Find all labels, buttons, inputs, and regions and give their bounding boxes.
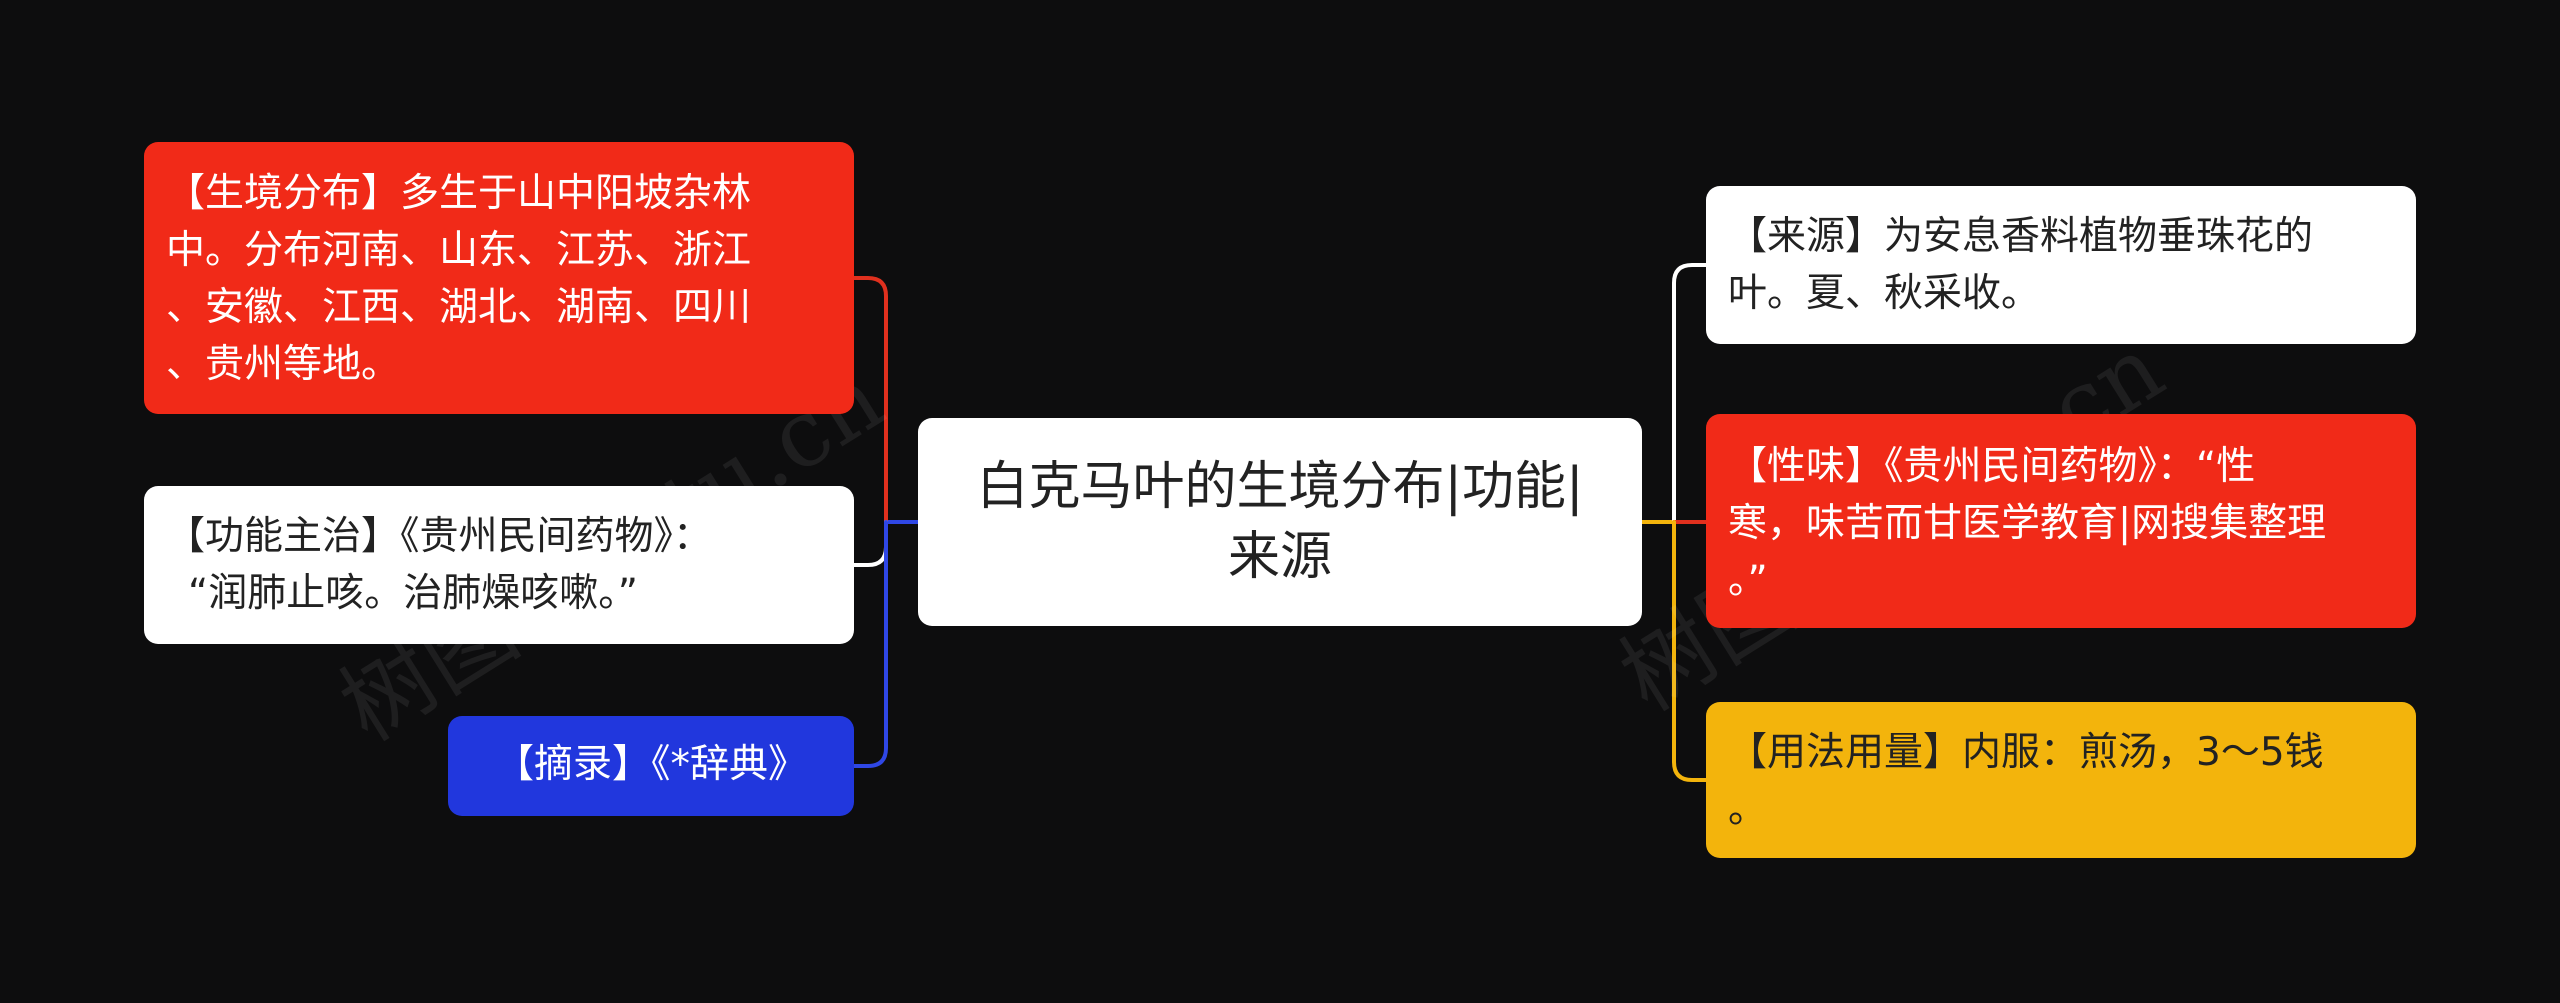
topic-line: 。 [1728, 787, 1768, 832]
connector-source [1672, 263, 1708, 524]
topic-line: 。” [1728, 558, 1768, 603]
topic-line: 、安徽、江西、湖北、湖南、四川 [166, 285, 752, 330]
connector-function [852, 520, 888, 567]
topic-line: 【用法用量】内服：煎汤，3～5钱 [1728, 730, 2324, 775]
topic-line: 【功能主治】《贵州民间药物》： [166, 514, 713, 559]
central-topic-line: 白克马叶的生境分布|功能| [976, 457, 1584, 517]
topic-usage-dosage[interactable]: 【用法用量】内服：煎汤，3～5钱 。 [1706, 702, 2416, 858]
central-topic[interactable]: 白克马叶的生境分布|功能| 来源 [918, 418, 1642, 626]
topic-habitat-distribution[interactable]: 【生境分布】多生于山中阳坡杂林 中。分布河南、山东、江苏、浙江 、安徽、江西、湖… [144, 142, 854, 414]
connector-usage [1672, 520, 1708, 782]
topic-line: 【摘录】《*辞典》 [494, 742, 807, 787]
topic-function-indications[interactable]: 【功能主治】《贵州民间药物》： “润肺止咳。治肺燥咳嗽。” [144, 486, 854, 644]
topic-line: 中。分布河南、山东、江苏、浙江 [166, 228, 752, 273]
topic-excerpt[interactable]: 【摘录】《*辞典》 [448, 716, 854, 816]
topic-line: 【性味】《贵州民间药物》：“性 [1728, 444, 2256, 489]
topic-line: 叶。夏、秋采收。 [1728, 271, 2041, 316]
topic-line: 、贵州等地。 [166, 342, 401, 387]
connector-excerpt [852, 520, 888, 768]
connector-habitat [852, 276, 888, 524]
topic-nature-flavor[interactable]: 【性味】《贵州民间药物》：“性 寒，味苦而甘医学教育|网搜集整理 。” [1706, 414, 2416, 628]
topic-line: 【来源】为安息香料植物垂珠花的 [1728, 214, 2314, 259]
topic-line: “润肺止咳。治肺燥咳嗽。” [188, 571, 638, 616]
topic-line: 【生境分布】多生于山中阳坡杂林 [166, 171, 752, 216]
topic-source[interactable]: 【来源】为安息香料植物垂珠花的 叶。夏、秋采收。 [1706, 186, 2416, 344]
topic-line: 寒，味苦而甘医学教育|网搜集整理 [1728, 501, 2327, 546]
central-topic-line: 来源 [1227, 527, 1332, 587]
